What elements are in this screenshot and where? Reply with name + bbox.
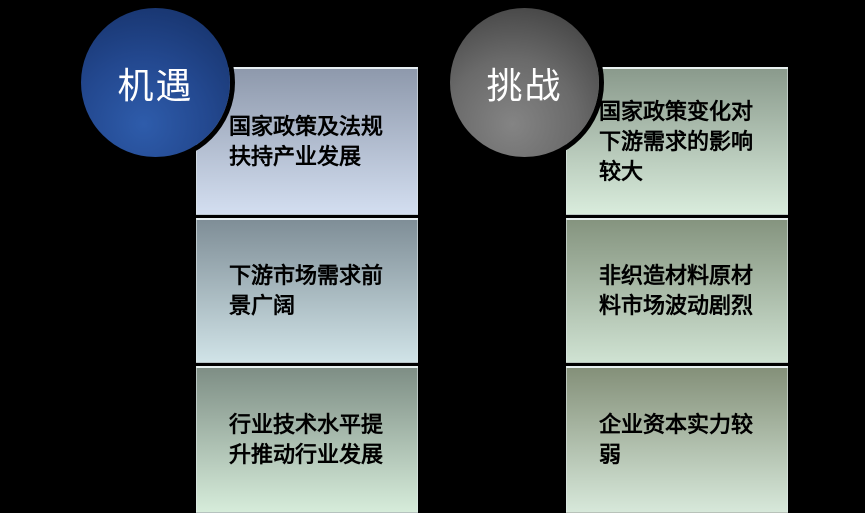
- challenge-box-3: 企业资本实力较弱: [566, 366, 788, 513]
- challenge-text-2: 非织造材料原材料市场波动剧烈: [599, 263, 754, 318]
- opportunity-text-1: 国家政策及法规扶持产业发展: [229, 113, 384, 169]
- challenges-circle: 挑战: [450, 8, 599, 157]
- challenge-text-1: 国家政策变化对下游需求的影响较大: [599, 98, 754, 184]
- opportunity-box-3: 行业技术水平提升推动行业发展: [196, 366, 418, 513]
- opportunity-text-3: 行业技术水平提升推动行业发展: [229, 412, 384, 467]
- challenge-box-1: 国家政策变化对下游需求的影响较大: [566, 67, 788, 215]
- opportunity-box-1: 国家政策及法规扶持产业发展: [196, 67, 418, 215]
- challenges-circle-label: 挑战: [486, 64, 563, 106]
- opportunities-circle: 机遇: [81, 8, 230, 157]
- opportunity-text-2: 下游市场需求前景广阔: [229, 263, 384, 318]
- opportunities-circle-label: 机遇: [117, 64, 194, 106]
- challenge-box-2: 非织造材料原材料市场波动剧烈: [566, 218, 788, 363]
- opportunity-box-2: 下游市场需求前景广阔: [196, 218, 418, 363]
- challenge-text-3: 企业资本实力较弱: [599, 412, 754, 467]
